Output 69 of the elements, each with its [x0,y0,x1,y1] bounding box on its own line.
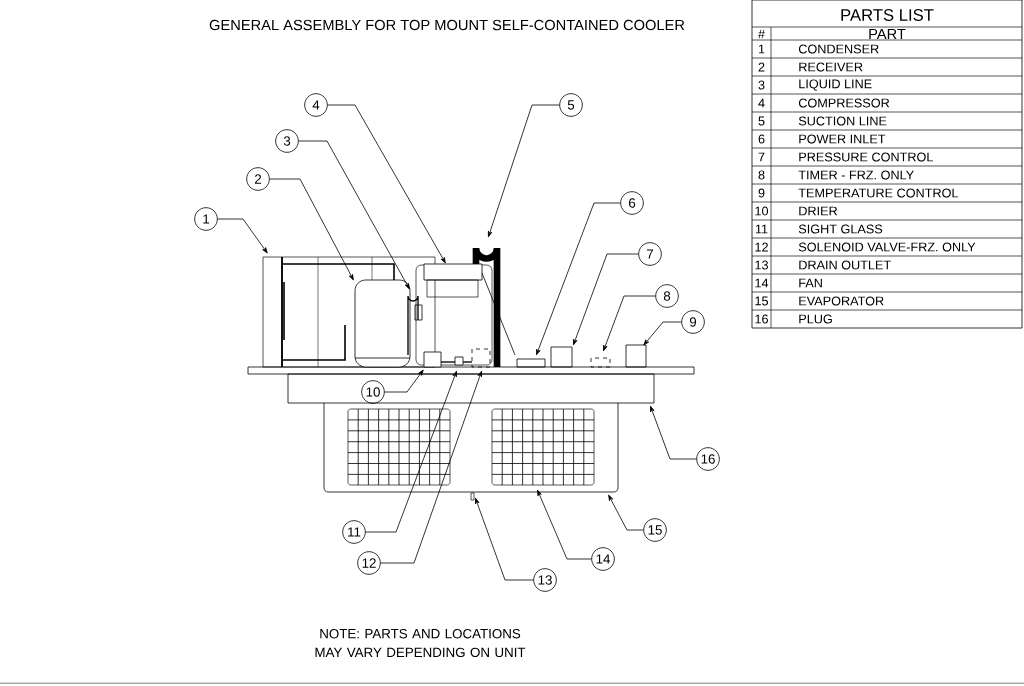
part-number: 3 [758,80,765,90]
part-name: COMPRESSOR [798,98,890,108]
leader-line [298,140,410,290]
part-name: TEMPERATURE CONTROL [798,188,959,198]
callout-number: 13 [533,568,557,592]
part-number: 9 [758,188,765,198]
part-number: 10 [755,206,769,216]
part-name: TIMER - FRZ. ONLY [798,170,914,180]
leader-line [536,202,621,356]
leader-line [603,295,656,352]
leader-line [327,104,446,264]
column-heading: PART [869,28,906,40]
part-name: PRESSURE CONTROL [799,152,933,162]
callout-number: 3 [275,129,299,153]
leader-line [380,370,482,564]
part-number: 7 [758,152,765,162]
leader-line [650,405,697,460]
part-number: 16 [755,314,768,324]
leader-line [365,370,457,533]
callout-number: 12 [357,551,381,575]
part-number: 12 [755,242,768,252]
part-name: PLUG [799,314,832,324]
note-text: NOTE: PARTS AND LOCATIONS MAY VARY DEPENDING ON UNIT [315,628,526,658]
leader-line [217,218,268,254]
part-name: CONDENSER [798,44,879,54]
table-title: PARTS LIST [841,9,934,21]
part-number: 14 [755,278,769,288]
callout-number: 1 [194,207,218,231]
leader-line [475,497,534,581]
leader-line [384,369,424,393]
leader-line [608,494,644,531]
callout-number: 9 [681,310,705,334]
leader-line [643,321,682,346]
part-number: 11 [755,224,768,234]
drawing-title: GENERAL ASSEMBLY FOR TOP MOUNT SELF-CONTAINED COOLER [209,19,685,31]
part-number: 2 [758,62,765,72]
callout-number: 16 [696,447,720,471]
part-name: POWER INLET [799,134,886,144]
callout-number: 14 [591,547,615,571]
callout-number: 8 [655,284,679,308]
part-name: LIQUID LINE [799,79,872,91]
part-name: SUCTION LINE [798,116,887,126]
part-name: DRIER [799,206,838,216]
column-heading: # [758,29,765,39]
part-number: 6 [758,134,765,144]
callout-number: 10 [361,380,385,404]
leader-line [537,489,592,560]
callout-number: 15 [643,518,667,542]
part-number: 15 [755,296,769,306]
callout-number: 6 [620,191,644,215]
callout-number: 2 [246,167,270,191]
callout-number: 5 [559,93,583,117]
part-number: 1 [758,44,765,54]
part-number: 5 [758,116,765,126]
part-name: EVAPORATOR [799,296,884,306]
part-number: 4 [758,98,765,108]
part-name: RECEIVER [799,62,863,72]
leader-line [573,253,639,346]
part-name: DRAIN OUTLET [799,260,891,270]
callout-number: 4 [304,93,328,117]
leader-line [269,178,354,281]
callout-number: 11 [342,520,366,544]
part-name: SIGHT GLASS [798,224,883,234]
callout-number: 7 [638,242,662,266]
part-number: 8 [758,170,765,180]
part-number: 13 [755,260,768,270]
part-name: FAN [799,278,822,288]
leader-line [488,104,560,238]
part-name: SOLENOID VALVE-FRZ. ONLY [798,242,976,252]
